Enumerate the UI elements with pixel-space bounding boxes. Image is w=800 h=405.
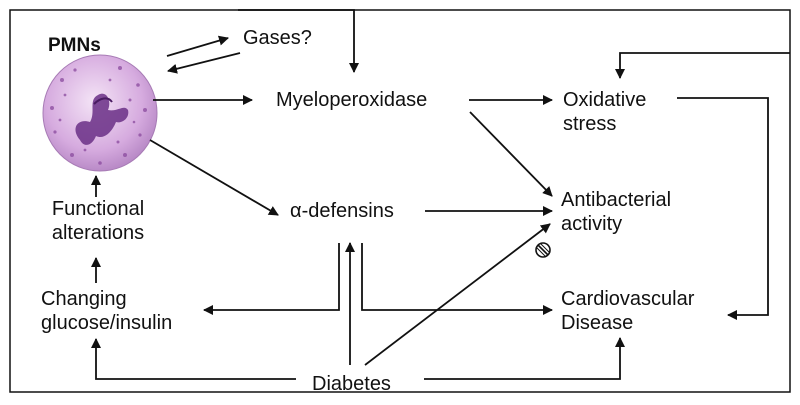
- arrow-frame-to-oxidative: [615, 52, 790, 79]
- changing-glucose-insulin-label: Changing glucose/insulin: [41, 287, 172, 335]
- antibacterial-activity-line-2: activity: [561, 213, 623, 235]
- cardiovascular-disease-line-1: Cardiovascular: [561, 288, 695, 310]
- myeloperoxidase-label: Myeloperoxidase: [276, 89, 428, 111]
- gases-label: Gases?: [243, 27, 312, 49]
- oxidative-stress-line-1: Oxidative: [563, 89, 647, 111]
- arrow-diabetes-to-antibacterial: [364, 223, 551, 366]
- arrow-gases-to-pmns: [167, 52, 241, 74]
- functional-alterations-label: Functional alterations: [40, 197, 156, 245]
- functional-alterations-line-2: alterations: [51, 222, 145, 244]
- arrow-diabetes-to-glucose: [91, 338, 296, 380]
- diabetes-label: Diabetes: [312, 373, 391, 395]
- cardiovascular-disease-line-2: Disease: [561, 312, 634, 334]
- pmns-label: PMNs: [48, 35, 101, 56]
- changing-glucose-insulin-line-2: glucose/insulin: [41, 312, 173, 334]
- antibacterial-activity-line-1: Antibacterial: [561, 189, 672, 211]
- arrow-defensins-to-glucose: [203, 243, 340, 315]
- neutrophil-cell-icon: [42, 54, 158, 172]
- antibacterial-activity-label: Antibacterial activity: [561, 188, 671, 236]
- arrow-oxidative-to-cardiovascular: [677, 97, 769, 320]
- changing-glucose-insulin-line-1: Changing: [41, 288, 127, 310]
- functional-alterations-line-1: Functional: [51, 198, 145, 220]
- inhibition-icon: [535, 242, 551, 258]
- arrow-pmns-to-defensins: [149, 139, 279, 216]
- arrow-diabetes-to-cardiovascular: [424, 337, 625, 380]
- oxidative-stress-label: Oxidative stress: [563, 88, 646, 136]
- arrow-pmns-to-gases: [166, 35, 229, 57]
- arrow-defensins-to-cardiovascular: [361, 243, 553, 315]
- arrow-top-to-myeloperoxidase: [238, 9, 359, 73]
- cardiovascular-disease-label: Cardiovascular Disease: [561, 287, 694, 335]
- oxidative-stress-line-2: stress: [563, 113, 617, 135]
- alpha-defensins-label: α-defensins: [290, 200, 394, 222]
- arrow-myeloperoxidase-to-antibacterial: [469, 111, 553, 197]
- outer-frame: [9, 9, 791, 393]
